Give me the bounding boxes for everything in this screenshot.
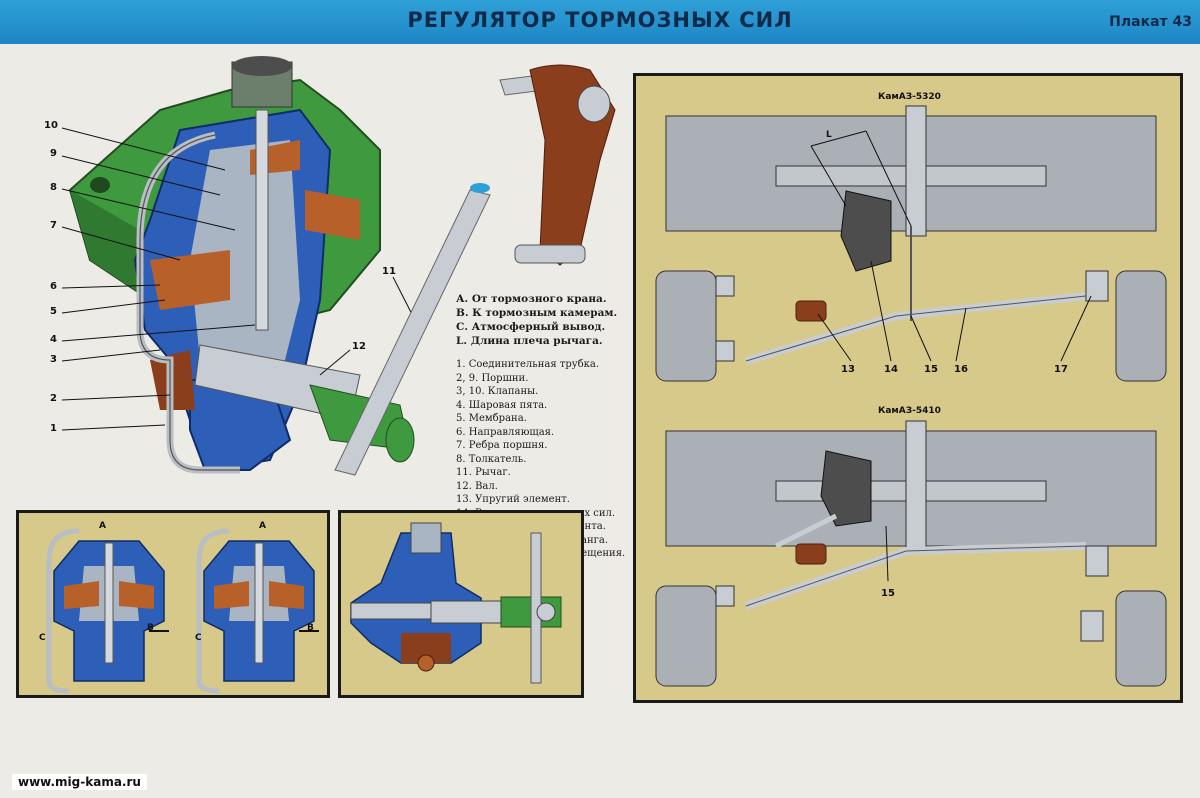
legend-item: 6. Направляющая. (456, 426, 555, 438)
operation-diagrams-panel: А В С А В С (16, 510, 330, 698)
callout-12: 12 (352, 341, 366, 352)
legend-item: 8. Толкатель. (456, 453, 527, 465)
installation-diagrams (655, 105, 1167, 687)
label-c-left: С (39, 633, 46, 643)
legend-item: 4. Шаровая пята. (456, 399, 548, 411)
truck-5410-title: КамАЗ-5410 (878, 406, 941, 416)
label-b-right: В (307, 623, 314, 633)
label-b-left: В (147, 623, 154, 633)
callout-4: 4 (50, 334, 57, 345)
callout-7: 7 (50, 220, 57, 231)
poster-title: РЕГУЛЯТОР ТОРМОЗНЫХ СИЛ (407, 8, 793, 32)
installation-panel: КамАЗ-5320 L 13 14 15 16 17 КамАЗ-5410 1… (633, 73, 1183, 703)
lever-length-label: L (826, 130, 832, 140)
callout-13: 13 (841, 364, 855, 375)
legend-item-a: А. От тормозного крана. (456, 293, 607, 305)
operation-diagrams (46, 528, 319, 694)
callout-17: 17 (1054, 364, 1068, 375)
website-url: www.mig-kama.ru (12, 774, 147, 790)
legend-item-c: С. Атмосферный вывод. (456, 321, 606, 333)
legend-item-b: В. К тормозным камерам. (456, 307, 618, 319)
legend-item-l: L. Длина плеча рычага. (456, 335, 603, 347)
callout-10: 10 (44, 120, 58, 131)
callout-8: 8 (50, 182, 57, 193)
shaft-section-diagram (350, 522, 562, 684)
legend-item: 2, 9. Поршни. (456, 372, 529, 384)
title-banner (0, 0, 1200, 44)
callout-6: 6 (50, 281, 57, 292)
callout-11: 11 (382, 266, 396, 277)
legend-item: 5. Мембрана. (456, 413, 527, 424)
callout-16: 16 (954, 364, 968, 375)
poster-number: Плакат 43 (1109, 14, 1192, 30)
shaft-section-panel (338, 510, 584, 698)
lever-illustration (334, 64, 616, 476)
truck-5320-title: КамАЗ-5320 (878, 92, 941, 102)
label-a-left: А (99, 521, 106, 531)
callout-14: 14 (884, 364, 898, 375)
callout-15-bottom: 15 (881, 588, 895, 599)
legend-item: 12. Вал. (456, 480, 498, 492)
label-a-right: А (259, 521, 266, 531)
callout-5: 5 (50, 306, 57, 317)
callout-9: 9 (50, 148, 57, 159)
legend-item: 11. Рычаг. (456, 467, 511, 478)
callout-2: 2 (50, 393, 57, 404)
legend-item: 3, 10. Клапаны. (456, 386, 539, 397)
legend-item: 7. Ребра поршня. (456, 440, 548, 451)
legend-item: 13. Упругий элемент. (456, 494, 570, 505)
label-c-right: С (195, 633, 202, 643)
callout-1: 1 (50, 423, 57, 434)
regulator-housing-illustration (68, 56, 415, 474)
legend-item: 1. Соединительная трубка. (456, 359, 600, 370)
callout-15-top: 15 (924, 364, 938, 375)
callout-3: 3 (50, 354, 57, 365)
